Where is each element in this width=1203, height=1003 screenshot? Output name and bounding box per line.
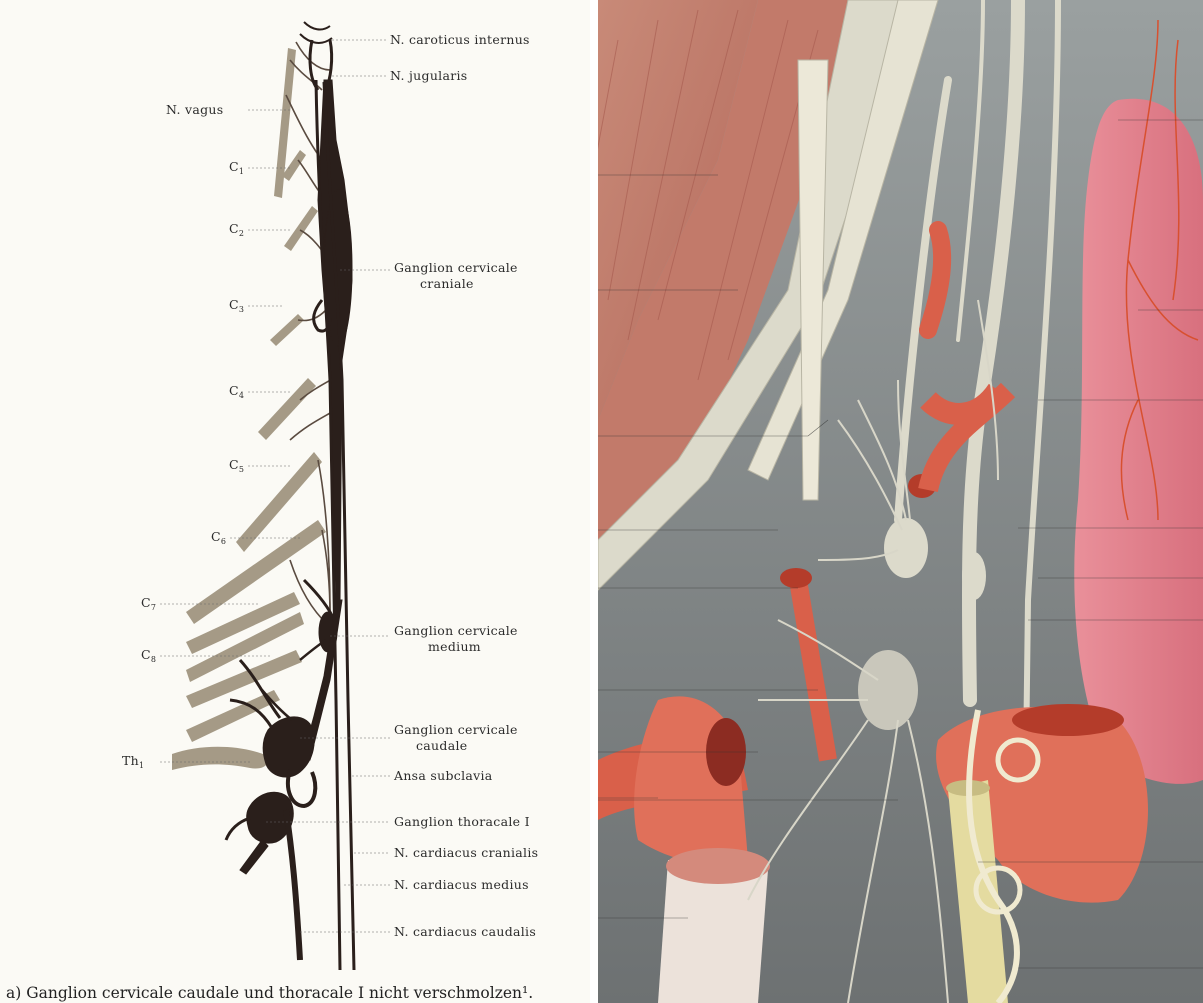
label-ansa-subclavia: Ansa subclavia (393, 768, 493, 783)
label-gcca-2: caudale (416, 738, 467, 753)
ganglion-cervicothoracicum-illus (858, 650, 918, 730)
label-caroticus-internus: N. caroticus internus (390, 32, 530, 47)
label-gcca-1: Ganglion cervicale (394, 722, 518, 737)
label-jugularis: N. jugularis (390, 68, 468, 83)
label-cardiacus-cranialis: N. cardiacus cranialis (394, 845, 538, 860)
label-gcm-2: medium (428, 639, 481, 654)
label-gcm-1: Ganglion cervicale (394, 623, 518, 638)
label-cardiacus-caudalis: N. cardiacus caudalis (394, 924, 536, 939)
label-vagus: N. vagus (166, 102, 223, 117)
ganglion-cervicale-medium-illus (884, 518, 928, 578)
esophagus-stump (658, 848, 770, 1003)
anatomical-illustration (598, 0, 1203, 1003)
schematic-diagram: N. vagus C1 C2 C3 C4 C5 C6 C7 C8 Th1 N. … (0, 0, 590, 1003)
label-cardiacus-medius: N. cardiacus medius (394, 877, 529, 892)
figure-caption: a) Ganglion cervicale caudale und thorac… (6, 984, 533, 1002)
label-gcc-1: Ganglion cervicale (394, 260, 518, 275)
ganglion-illus-2 (962, 552, 986, 600)
label-ganglion-thoracale-i: Ganglion thoracale I (394, 814, 530, 829)
heart (1074, 99, 1203, 784)
label-gcc-2: craniale (420, 276, 474, 291)
